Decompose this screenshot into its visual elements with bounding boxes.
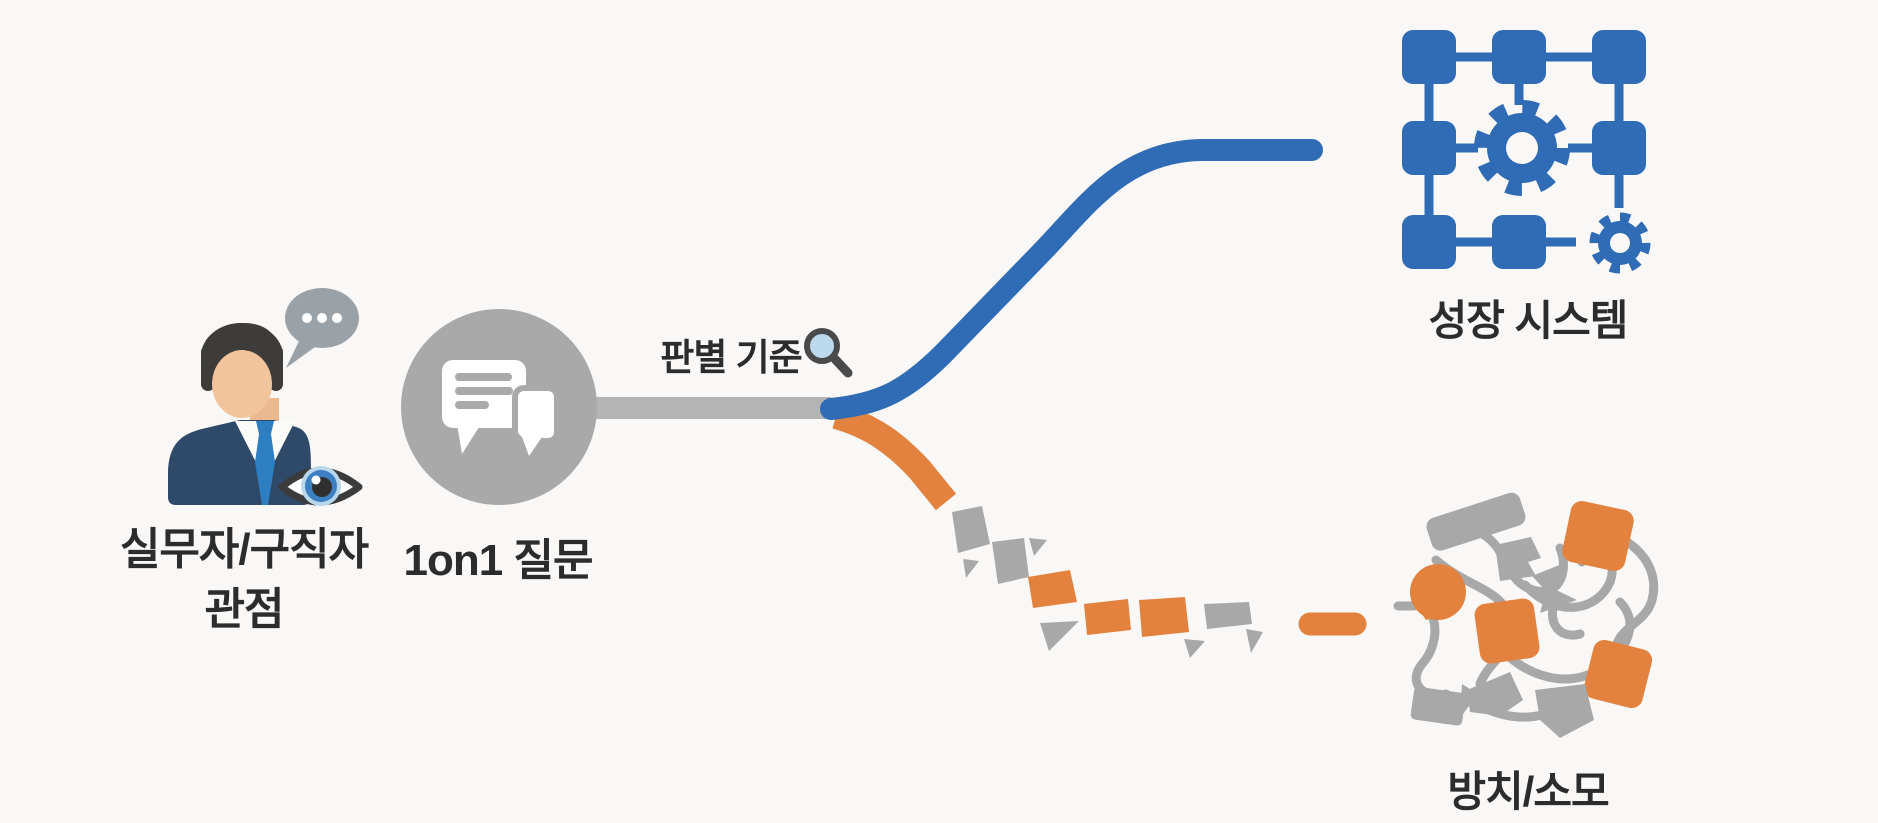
small-gear-icon [1589, 212, 1651, 274]
growth-label: 성장 시스템 [1428, 297, 1629, 344]
person-viewer-icon [168, 288, 363, 506]
eye-icon [278, 466, 363, 506]
magnifier-icon [804, 328, 853, 378]
decay-branch-start [832, 403, 957, 511]
gear-icon [1474, 100, 1570, 196]
question-label: 1on1 질문 [403, 536, 594, 585]
chat-bubbles-icon [401, 309, 597, 505]
criteria-label: 판별 기준 [660, 337, 802, 378]
tangle-icon [1393, 492, 1659, 738]
decay-fragments [952, 506, 1367, 658]
perspective-label: 실무자/구직자 관점 [119, 520, 369, 640]
waste-label: 방치/소모 [1447, 768, 1609, 815]
growth-branch-line [820, 139, 1323, 420]
system-grid-icon [1402, 30, 1651, 274]
speech-dots-icon [285, 288, 359, 368]
perspective-label-line2: 관점 [204, 585, 285, 634]
perspective-label-line1: 실무자/구직자 [119, 525, 369, 574]
